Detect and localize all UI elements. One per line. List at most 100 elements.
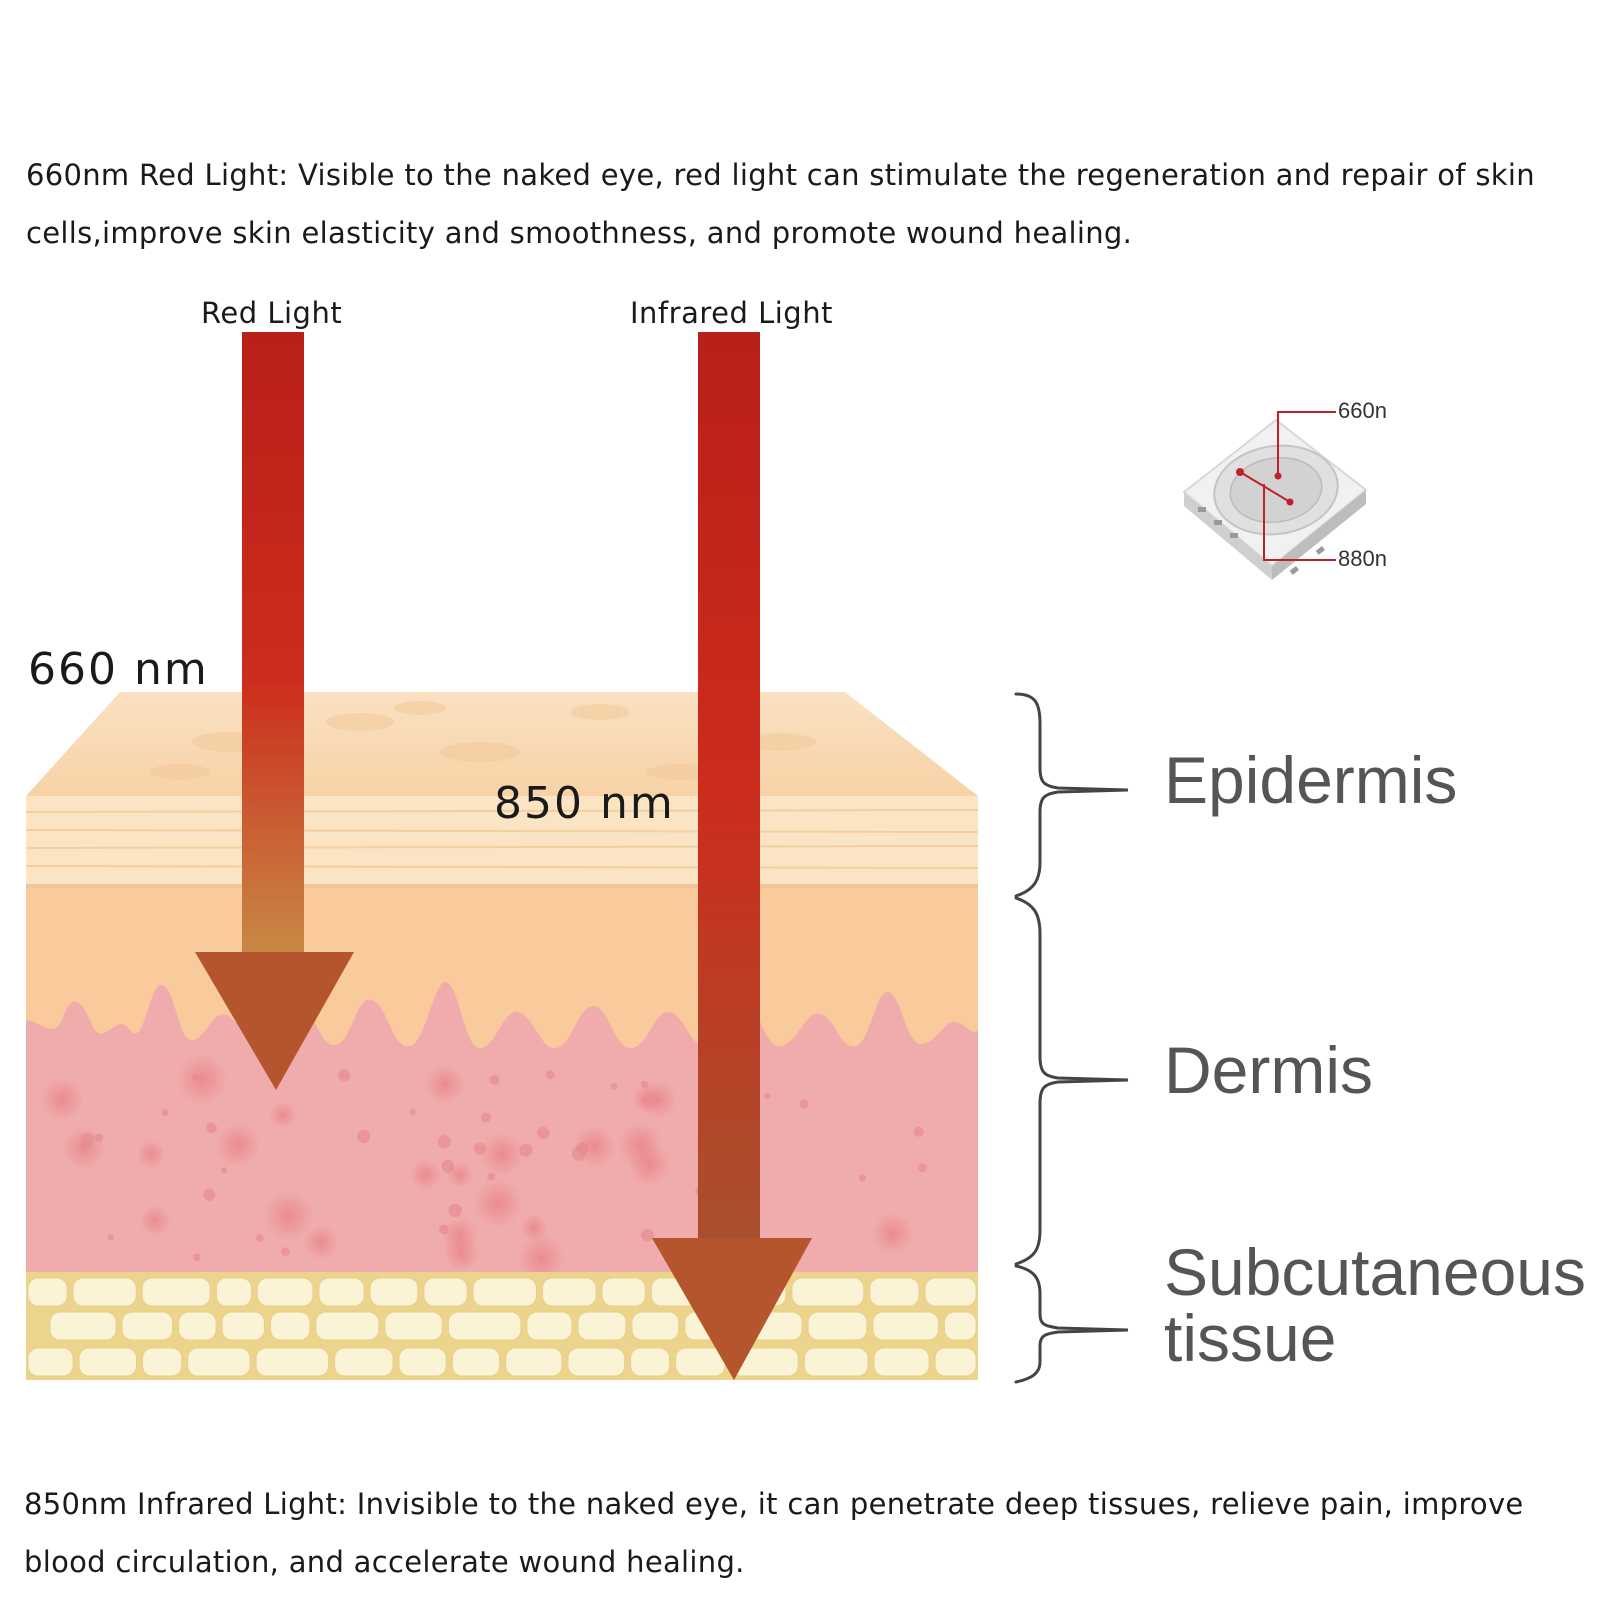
dermis-label: Dermis <box>1164 1033 1373 1107</box>
fat-cell <box>505 1347 563 1377</box>
red-beam-shaft <box>242 332 304 958</box>
dermis-spot <box>139 1205 171 1237</box>
fat-cell <box>334 1347 394 1377</box>
fat-cell <box>49 1311 117 1341</box>
epidermis-label: Epidermis <box>1164 743 1458 817</box>
dermis-spot <box>161 1109 169 1116</box>
dermis-brace <box>1014 896 1129 1266</box>
chip-label-top: 660n <box>1338 398 1387 423</box>
fat-cell <box>318 1277 365 1307</box>
red-light-label: Red Light <box>201 296 343 330</box>
fat-cell <box>27 1277 68 1307</box>
fat-cell <box>255 1347 330 1377</box>
dermis-spot <box>913 1126 924 1137</box>
dermis-spot <box>571 1146 586 1161</box>
fat-cell <box>215 1277 253 1307</box>
dermis-spot <box>94 1133 104 1142</box>
fat-cell <box>178 1311 217 1341</box>
dermis-spot <box>255 1234 264 1242</box>
fat-cell <box>78 1347 137 1377</box>
subcutaneous-label-line2: tissue <box>1164 1301 1337 1375</box>
fat-cell <box>924 1277 977 1307</box>
infrared-light-beam <box>652 332 812 1380</box>
infrared-light-description: 850nm Infrared Light: Invisible to the n… <box>24 1487 1524 1579</box>
red-beam-arrowhead <box>195 952 354 1090</box>
dermis-spot <box>481 1112 491 1123</box>
fat-cell <box>567 1347 626 1377</box>
dermis-spots <box>40 1053 928 1282</box>
fat-cell <box>601 1277 646 1307</box>
subcutaneous-label-line1: Subcutaneous <box>1164 1235 1587 1309</box>
dermis-spot <box>338 1069 351 1082</box>
dermis-spot <box>537 1126 550 1139</box>
dermis-spot <box>203 1188 216 1201</box>
dermis-spot <box>136 1139 166 1169</box>
fat-cell <box>398 1347 447 1377</box>
dermis-spot <box>918 1163 928 1173</box>
chip-leader-lines <box>1239 411 1336 561</box>
infrared-beam-arrowhead <box>652 1238 812 1380</box>
fat-cell <box>675 1347 726 1377</box>
fat-cell <box>447 1311 522 1341</box>
fat-cell <box>141 1277 211 1307</box>
fat-cell <box>256 1277 314 1307</box>
dermis-spot <box>610 1083 618 1090</box>
dermis-spot <box>617 1121 664 1168</box>
infrared-light-label: Infrared Light <box>630 296 833 330</box>
led-chip-illustration <box>1182 411 1368 580</box>
fat-cell <box>943 1311 977 1341</box>
fat-cell <box>541 1277 597 1307</box>
fat-cell <box>315 1311 380 1341</box>
dermis-spot <box>473 1178 523 1229</box>
red-wavelength-label: 660 nm <box>28 644 209 695</box>
dermis-spot <box>263 1190 315 1242</box>
dermis-spot <box>446 1161 474 1189</box>
fat-cell <box>472 1277 537 1307</box>
fat-cell <box>526 1311 573 1341</box>
dermis-spot <box>221 1167 228 1174</box>
fat-cell <box>934 1347 977 1377</box>
fat-cell <box>423 1277 468 1307</box>
dermis-spot <box>517 1234 566 1282</box>
fat-cell <box>142 1347 183 1377</box>
dermis-spot <box>40 1077 85 1122</box>
dermis-spot <box>192 1253 201 1262</box>
fat-cell <box>869 1277 920 1307</box>
fat-cell <box>807 1311 868 1341</box>
dermis-spot <box>799 1099 809 1109</box>
subcutaneous-brace <box>1014 1264 1129 1384</box>
dermis-spot <box>489 1074 500 1085</box>
fat-cell <box>872 1311 939 1341</box>
dermis-spot <box>303 1225 339 1260</box>
dermis-spot <box>80 1133 95 1148</box>
dermis-spot <box>437 1135 451 1149</box>
fat-cell <box>873 1347 930 1377</box>
dermis-spot <box>858 1174 867 1182</box>
fat-cell <box>270 1311 311 1341</box>
dermis-spot <box>356 1129 371 1144</box>
dermis-spot <box>215 1122 261 1168</box>
red-light-description: 660nm Red Light: Visible to the naked ey… <box>26 158 1535 250</box>
infrared-beam-shaft <box>698 332 760 1244</box>
fat-cell <box>369 1277 419 1307</box>
dermis-spot <box>409 1109 416 1116</box>
dermis-spot <box>545 1070 555 1079</box>
dermis-spot <box>281 1247 290 1257</box>
dermis-spot <box>448 1203 462 1218</box>
fat-cell <box>221 1311 265 1341</box>
fat-cell <box>451 1347 501 1377</box>
infrared-wavelength-label: 850 nm <box>494 778 675 829</box>
dermis-spot <box>62 1127 105 1170</box>
dermis-spot <box>641 1228 654 1242</box>
dermis-spot <box>764 1093 771 1099</box>
fat-cell <box>803 1347 869 1377</box>
chip-label-bottom: 880n <box>1338 546 1387 571</box>
dermis-spot <box>480 1132 525 1177</box>
dermis-spot <box>573 1125 616 1168</box>
fat-cell <box>121 1311 174 1341</box>
fat-cell <box>187 1347 251 1377</box>
dermis-spot <box>409 1158 442 1191</box>
dermis-spot <box>192 1074 199 1081</box>
fat-cell <box>631 1311 680 1341</box>
